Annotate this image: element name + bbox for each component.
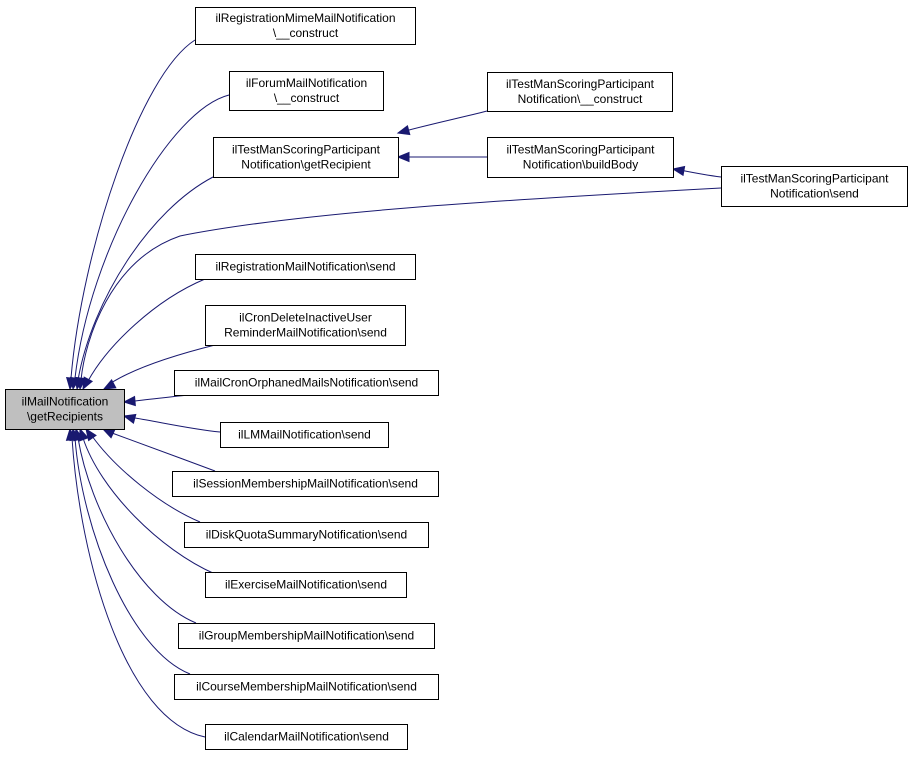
node-box[interactable]: [220, 422, 389, 448]
node-n13[interactable]: ilExerciseMailNotification\send: [205, 572, 407, 598]
arrowhead-n5-n3: [396, 151, 410, 163]
node-n11[interactable]: ilSessionMembershipMailNotification\send: [172, 471, 439, 497]
node-label-line: ilTestManScoringParticipant: [506, 77, 655, 91]
node-box[interactable]: [195, 254, 416, 280]
node-label-line: ilTestManScoringParticipant: [232, 143, 381, 157]
edge-n8-root: [110, 344, 216, 384]
node-label-line: ilRegistrationMimeMailNotification: [215, 11, 395, 25]
node-label-line: ReminderMailNotification\send: [224, 326, 387, 340]
node-box[interactable]: [174, 370, 439, 396]
node-n4[interactable]: ilTestManScoringParticipantNotification\…: [487, 72, 673, 112]
edge-n2-root: [74, 94, 230, 379]
node-n14[interactable]: ilGroupMembershipMailNotification\send: [178, 623, 435, 649]
arrowhead-n9-root: [122, 395, 136, 407]
node-label-line: ilSessionMembershipMailNotification\send: [193, 477, 418, 491]
node-label-line: ilCronDeleteInactiveUser: [239, 311, 372, 325]
node-label-line: \__construct: [273, 26, 339, 40]
node-n16[interactable]: ilCalendarMailNotification\send: [205, 724, 408, 750]
node-label-line: ilMailNotification: [22, 395, 109, 409]
node-n10[interactable]: ilLMMailNotification\send: [220, 422, 389, 448]
node-n8[interactable]: ilCronDeleteInactiveUserReminderMailNoti…: [205, 305, 406, 346]
node-label-line: Notification\__construct: [518, 92, 643, 106]
node-box[interactable]: [205, 724, 408, 750]
node-box[interactable]: [487, 137, 674, 178]
node-n5[interactable]: ilTestManScoringParticipantNotification\…: [487, 137, 674, 178]
node-label-line: \__construct: [274, 91, 340, 105]
node-label-line: \getRecipients: [27, 410, 103, 424]
node-label-line: ilLMMailNotification\send: [238, 428, 371, 442]
arrowhead-n8-root: [102, 378, 117, 390]
node-label-line: ilTestManScoringParticipant: [506, 143, 655, 157]
node-label-line: ilCalendarMailNotification\send: [224, 730, 389, 744]
arrowhead-n6-n5: [671, 165, 686, 177]
node-box[interactable]: [172, 471, 439, 497]
edge-n13-root: [82, 437, 216, 575]
nodes-layer: ilMailNotification\getRecipients ilRegist…: [5, 7, 908, 750]
node-label-line: Notification\getRecipient: [241, 158, 371, 172]
edge-n11-root: [111, 432, 216, 472]
node-n15[interactable]: ilCourseMembershipMailNotification\send: [174, 674, 439, 700]
node-box[interactable]: [174, 674, 439, 700]
node-box[interactable]: [184, 522, 429, 548]
node-label-line: ilRegistrationMailNotification\send: [215, 260, 395, 274]
edges-layer: [65, 39, 722, 738]
node-n9[interactable]: ilMailCronOrphanedMailsNotification\send: [174, 370, 439, 396]
node-box[interactable]: [195, 7, 416, 45]
node-box[interactable]: [229, 71, 384, 111]
node-root[interactable]: ilMailNotification\getRecipients: [5, 389, 125, 430]
node-label-line: ilExerciseMailNotification\send: [225, 578, 387, 592]
node-label-line: Notification\buildBody: [523, 158, 638, 172]
node-n12[interactable]: ilDiskQuotaSummaryNotification\send: [184, 522, 429, 548]
edge-n7-root: [87, 278, 206, 382]
node-label-line: ilDiskQuotaSummaryNotification\send: [206, 528, 407, 542]
edge-n6-root: [80, 187, 722, 381]
node-box[interactable]: [205, 572, 407, 598]
node-label-line: ilTestManScoringParticipant: [740, 172, 889, 186]
arrowhead-n7-root: [82, 376, 94, 391]
node-n6[interactable]: ilTestManScoringParticipantNotification\…: [721, 166, 908, 207]
node-label-line: ilCourseMembershipMailNotification\send: [196, 680, 417, 694]
arrowhead-n11-root: [101, 428, 116, 439]
edge-n12-root: [91, 435, 201, 523]
node-n2[interactable]: ilForumMailNotification\__construct: [229, 71, 384, 111]
arrowhead-n16-root: [65, 427, 77, 441]
node-label-line: ilMailCronOrphanedMailsNotification\send: [195, 376, 418, 390]
node-n7[interactable]: ilRegistrationMailNotification\send: [195, 254, 416, 280]
node-box[interactable]: [487, 72, 673, 112]
edge-n10-root: [134, 417, 221, 433]
node-box[interactable]: [213, 137, 399, 178]
node-label-line: Notification\send: [770, 187, 859, 201]
edge-n6-n5: [679, 169, 722, 178]
edge-n15-root: [74, 437, 191, 675]
node-box[interactable]: [178, 623, 435, 649]
edge-n1-root: [70, 39, 196, 379]
edge-n4-n3: [397, 110, 488, 134]
node-n3[interactable]: ilTestManScoringParticipantNotification\…: [213, 137, 399, 178]
node-box[interactable]: [721, 166, 908, 207]
arrowhead-n4-n3: [396, 124, 411, 136]
arrowhead-n10-root: [122, 413, 137, 425]
edge-n14-root: [77, 437, 197, 624]
node-n1[interactable]: ilRegistrationMimeMailNotification\__con…: [195, 7, 416, 45]
edge-n16-root: [71, 437, 206, 738]
node-label-line: ilGroupMembershipMailNotification\send: [199, 629, 414, 643]
edge-n3-root: [77, 176, 214, 381]
node-box[interactable]: [5, 389, 125, 430]
node-label-line: ilForumMailNotification: [246, 76, 367, 90]
node-box[interactable]: [205, 305, 406, 346]
